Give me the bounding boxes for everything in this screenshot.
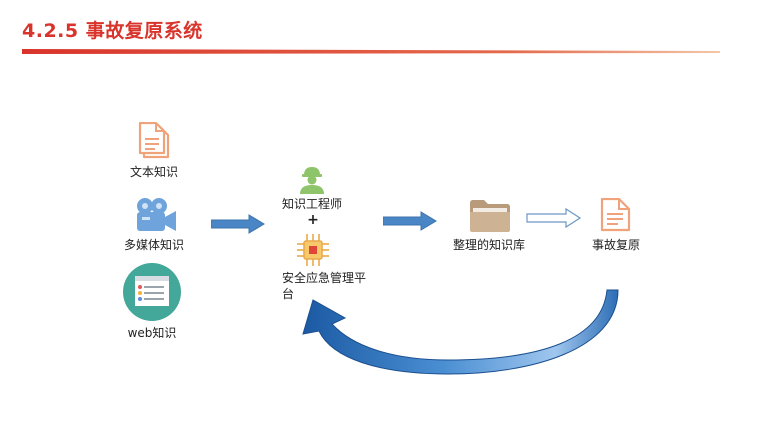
arrow-right-icon: [383, 211, 437, 231]
document-icon: [138, 122, 170, 159]
web-page-icon: [123, 263, 181, 321]
restoration-label: 事故复原: [591, 238, 641, 252]
page-title: 4.2.5 事故复原系统: [22, 20, 203, 42]
web-knowledge-label: web知识: [127, 326, 177, 340]
outline-arrow-right-icon: [526, 207, 582, 229]
platform-label: 安全应急管理平台: [282, 271, 367, 301]
folder-icon: [470, 200, 510, 232]
video-camera-icon: [137, 198, 176, 231]
circuit-chip-icon: [297, 234, 329, 266]
document-icon: [600, 198, 631, 232]
plus-sign: +: [307, 212, 319, 228]
multimedia-knowledge-label: 多媒体知识: [123, 238, 185, 252]
engineer-icon: [300, 167, 324, 194]
engineer-label: 知识工程师: [282, 197, 343, 211]
knowledge-base-label: 整理的知识库: [452, 238, 526, 252]
text-knowledge-label: 文本知识: [129, 165, 179, 179]
arrow-right-icon: [211, 214, 265, 234]
title-underline: [22, 49, 720, 54]
